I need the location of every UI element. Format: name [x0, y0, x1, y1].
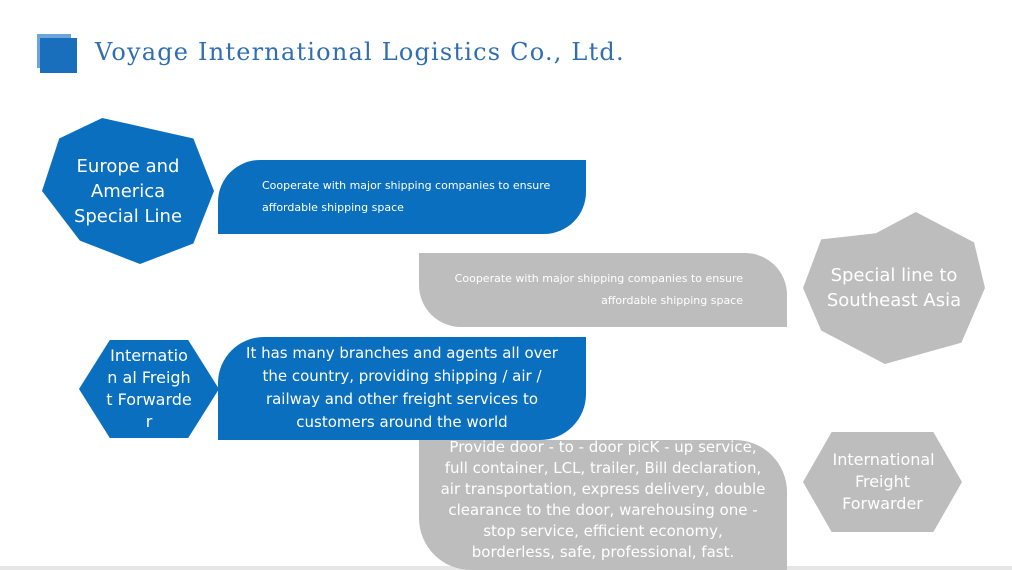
description-line: Cooperate with major shipping companies … — [262, 179, 551, 192]
description-text: Provide door - to - door picK - up servi… — [427, 437, 779, 563]
description-line: air transportation, express delivery, do… — [440, 480, 766, 498]
door-to-door-description: Provide door - to - door picK - up servi… — [419, 437, 787, 570]
logo-square — [40, 38, 77, 73]
badge-label: Special line to Southeast Asia — [826, 265, 962, 311]
southeast-asia-line-badge: Special line to Southeast Asia — [803, 212, 985, 364]
description-line: borderless, safe, professional, fast. — [471, 543, 735, 561]
international-freight-forwarder-badge: International Freight Forwarder — [803, 432, 962, 532]
description-line: the country, providing shipping / air / — [262, 367, 542, 385]
description-line: affordable shipping space — [262, 201, 404, 214]
southeast-asia-description: Cooperate with major shipping companies … — [419, 253, 787, 327]
description-line: full container, LCL, trailer, Bill decla… — [444, 459, 762, 477]
page-title: Voyage International Logistics Co., Ltd. — [95, 38, 625, 66]
description-line: stop service, efficient economy, — [483, 522, 723, 540]
freight-forwarder-badge: Internation al Freight Forwarder — [79, 340, 219, 438]
description-line: railway and other freight services to — [265, 390, 539, 408]
europe-america-description: Cooperate with major shipping companies … — [218, 160, 586, 234]
badge-label: International Freight Forwarder — [832, 450, 935, 513]
description-line: customers around the world — [296, 413, 508, 431]
europe-america-line-badge: Europe and America Special Line — [42, 118, 214, 264]
badge-label: Europe and America Special Line — [73, 155, 183, 227]
description-line: Cooperate with major shipping companies … — [454, 272, 743, 285]
description-line: It has many branches and agents all over — [246, 344, 558, 362]
description-line: affordable shipping space — [601, 294, 743, 307]
description-line: Provide door - to - door picK - up servi… — [449, 438, 757, 456]
description-line: clearance to the door, warehousing one - — [448, 501, 758, 519]
badge-label: Internation al Freight Forwarder — [106, 346, 192, 431]
freight-forwarder-description: It has many branches and agents all over… — [218, 337, 586, 440]
